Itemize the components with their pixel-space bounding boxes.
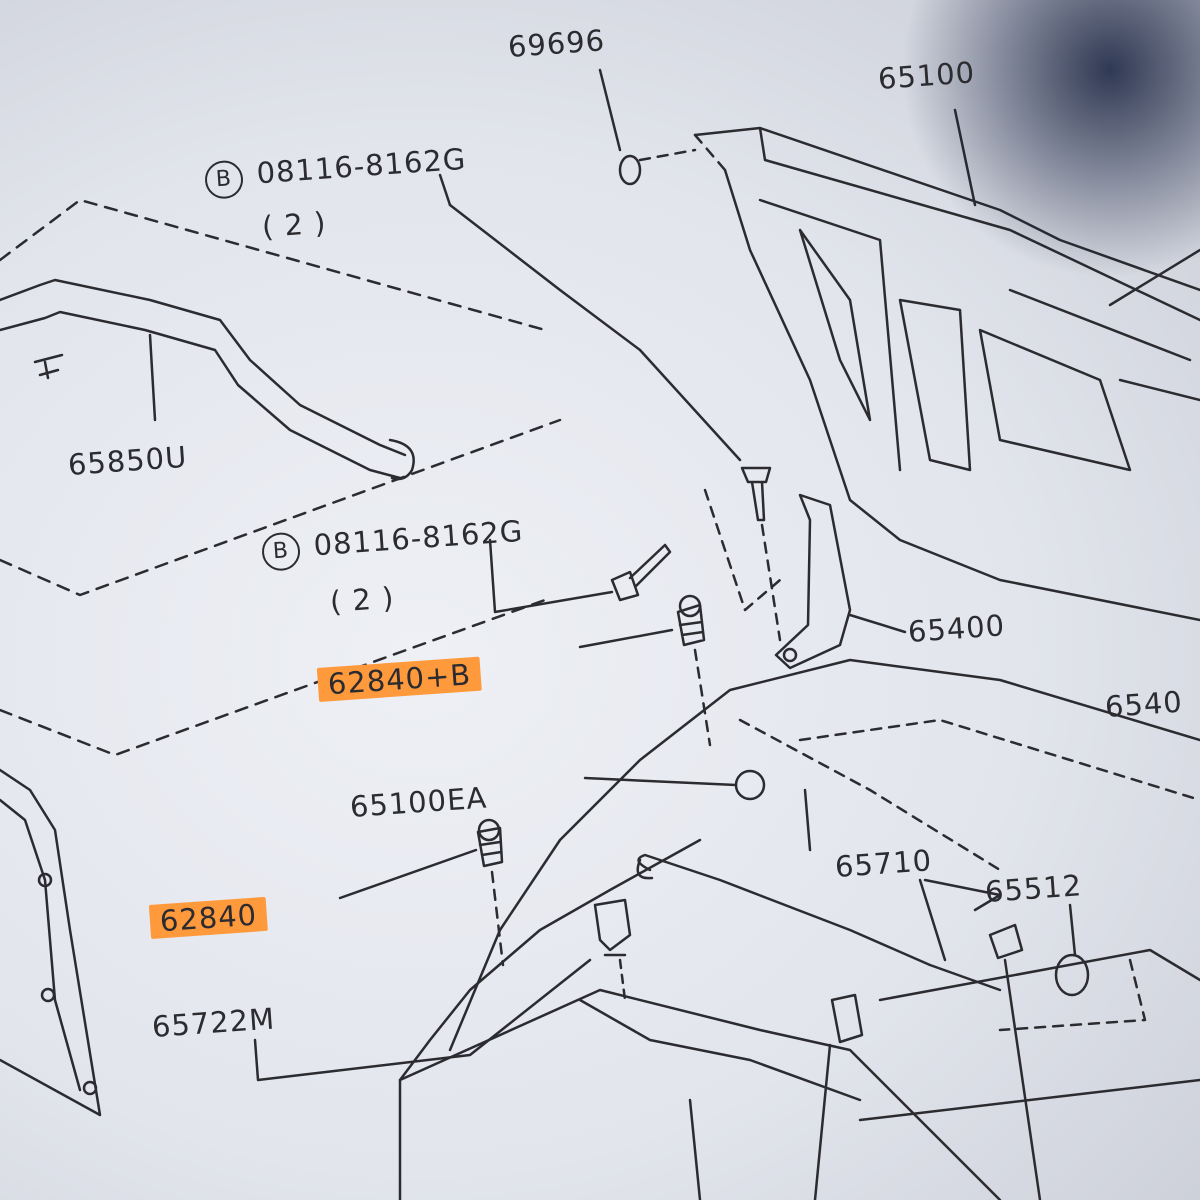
- leader-08116-upper: [438, 173, 452, 207]
- hood-rod-65850u: [0, 278, 407, 480]
- label-08116-lower-qty: ( 2 ): [328, 580, 396, 619]
- body-panel-lower-edge: [398, 838, 702, 1082]
- holder-leader: [813, 1043, 832, 1200]
- rubber-stop-65100ea: [734, 769, 766, 801]
- rod-clip: [33, 353, 64, 380]
- leader-65512: [1003, 903, 1077, 1200]
- b-marker-icon: B: [260, 531, 302, 572]
- leader-08116-upper-b: [448, 203, 742, 462]
- hood-outer-edge: [693, 126, 1200, 292]
- leader-65710: [803, 788, 1002, 962]
- left-panel-hole: [37, 872, 53, 888]
- hood-hinge-65400: [774, 493, 852, 670]
- bumper-62840-top: [477, 818, 501, 842]
- label-65400: 65400: [906, 608, 1007, 649]
- grommet-65512: [1054, 953, 1090, 997]
- leader-62840b: [578, 628, 674, 649]
- leader-62840: [338, 848, 478, 900]
- dashed-hinge-area: [703, 488, 782, 612]
- hinge-hole: [782, 647, 798, 663]
- latch-axis: [618, 958, 627, 1002]
- hood-inner-frame: [723, 168, 1200, 622]
- bolt-upper: [740, 466, 772, 522]
- body-inner-dashed: [738, 718, 1200, 872]
- bolt-upper-axis: [760, 523, 782, 642]
- holder-clip: [830, 993, 864, 1044]
- rod-end-hook: [388, 438, 415, 481]
- bumper-62840-axis: [490, 870, 505, 967]
- lower-left-outline: [0, 598, 547, 757]
- cable-hook: [636, 858, 654, 880]
- leader-65100: [953, 108, 977, 207]
- leader-65100ea: [583, 776, 738, 787]
- bumper-62840: [476, 826, 504, 868]
- hood-inner-ribs: [758, 198, 1200, 472]
- clip-bracket-dashed: [998, 958, 1147, 1032]
- leader-65400: [848, 613, 907, 634]
- body-panel-upper-edge: [448, 658, 1200, 1052]
- clip-65512: [988, 923, 1024, 960]
- label-65710: 65710: [833, 843, 934, 884]
- left-panel-hole-2: [40, 987, 56, 1003]
- bolt-lower: [610, 543, 672, 602]
- left-panel-hole-3: [82, 1080, 98, 1096]
- label-6540-cut: 6540: [1103, 684, 1184, 724]
- grommet-69696: [618, 154, 642, 186]
- label-69696: 69696: [506, 23, 607, 64]
- label-65512: 65512: [983, 868, 1084, 909]
- leader-69696: [598, 68, 622, 152]
- hood-dashed-extension: [638, 133, 727, 172]
- leader-65100-right: [1108, 248, 1200, 307]
- leader-65850u: [148, 333, 157, 422]
- bumper-62840b-axis: [693, 648, 712, 747]
- left-panel-inner: [0, 798, 82, 1092]
- hood-release-cable-65710: [637, 853, 1002, 992]
- left-panel-fragment: [0, 768, 102, 1117]
- cowl-panel: [398, 988, 1002, 1200]
- bumper-62840b: [676, 603, 706, 647]
- latch-65722m: [593, 898, 632, 957]
- b-marker-icon: B: [203, 159, 245, 200]
- bumper-62840b-top: [678, 594, 702, 618]
- label-08116-upper-qty: ( 2 ): [260, 205, 328, 244]
- leader-65722m: [253, 958, 592, 1082]
- label-65100: 65100: [876, 55, 977, 96]
- leader-08116-lower: [488, 538, 614, 614]
- cowl-detail: [578, 948, 1200, 1200]
